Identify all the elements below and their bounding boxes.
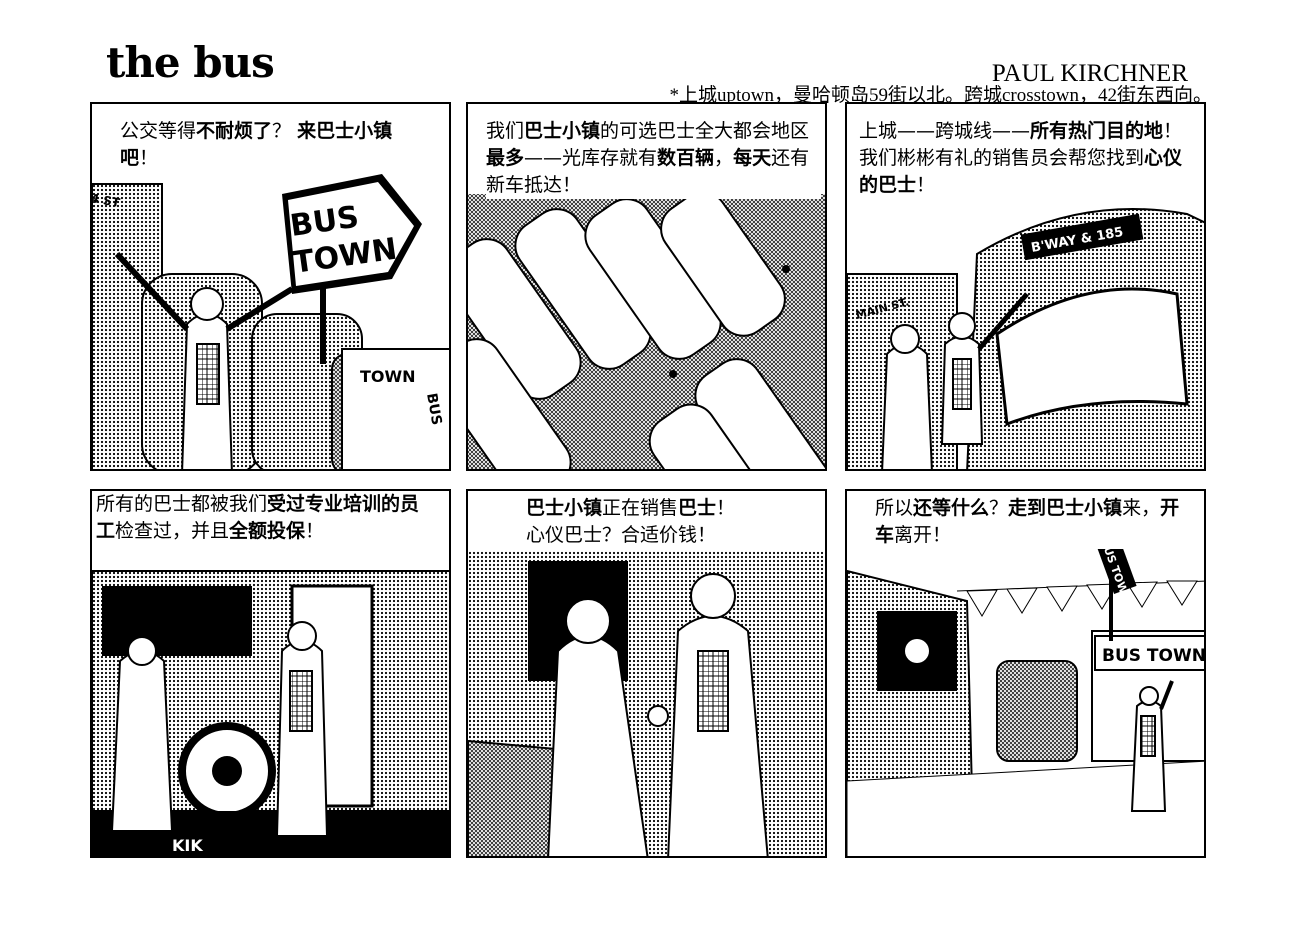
pennant-banner (966, 580, 1198, 617)
caption-emphasis: 不耐烦了 (196, 120, 273, 142)
pavement (847, 760, 1204, 856)
panel-4: 所有的巴士都被我们受过专业培训的员工检查过，并且全额投保！ KIK (90, 489, 451, 858)
caption-emphasis: 走到巴士小镇 (1008, 497, 1123, 519)
salesman (114, 251, 294, 469)
panel-caption: 我们巴士小镇的可选巴士全大都会地区最多——光库存就有数百辆，每天还有新车抵达！ (486, 118, 821, 199)
caption-text: 正在销售 (602, 497, 679, 519)
panel-3: 上城——跨城线——所有热门目的地！我们彬彬有礼的销售员会帮您找到心仪的巴士！ M… (845, 102, 1206, 471)
salesman (940, 292, 1029, 445)
bus-on-lot (996, 660, 1078, 762)
caption-text: 还有新车抵达！ (486, 147, 810, 196)
caption-emphasis: 巴士小镇 (524, 120, 601, 142)
panel-caption: 所有的巴士都被我们受过专业培训的员工检查过，并且全额投保！ (96, 491, 426, 545)
panel-6-art: BUS TOWN BUS TOWN (847, 529, 1206, 856)
caption-emphasis: 最多 (486, 147, 525, 169)
storefront-sign: BUS TOWN (1102, 646, 1206, 666)
panel-1: 公交等得不耐烦了？ 来巴士小镇吧！ TOWN BUS BUS TOWN 4 ST (90, 102, 451, 471)
caption-text: ！ (139, 147, 159, 169)
caption-emphasis: 还等什么 (913, 497, 990, 519)
customer (547, 598, 649, 856)
caption-text: ， (714, 147, 734, 169)
caption-text: 离开！ (894, 524, 952, 546)
windshield (995, 287, 1189, 427)
panel-caption: 所以还等什么？走到巴士小镇来，开车离开！ (875, 495, 1195, 549)
caption-emphasis: 心仪的巴士 (859, 147, 1183, 196)
bus-destination-sign: 4 ST (92, 191, 122, 210)
caption-emphasis: 每天 (733, 147, 772, 169)
caption-text: 检查过，并且 (115, 520, 230, 542)
caption-text: 上城——跨城线—— (859, 120, 1031, 142)
caption-text: ？ (272, 120, 298, 142)
caption-text: ！ 心仪巴士？合适价钱！ (526, 497, 736, 546)
panel-5-art (468, 551, 825, 856)
person (669, 370, 677, 378)
author-name: PAUL KIRCHNER (991, 60, 1188, 87)
caption-text: ——光库存就有 (524, 147, 658, 169)
caption-text: 公交等得 (120, 120, 197, 142)
panel-5: 巴士小镇正在销售巴士！ 心仪巴士？合适价钱！ (466, 489, 827, 858)
caption-emphasis: 数百辆 (657, 147, 715, 169)
building-sign: TOWN (360, 367, 416, 386)
footnote: *上城uptown，曼哈顿岛59街以北。跨城crosstown，42街东西向。 (669, 85, 1212, 106)
handshake (647, 705, 669, 727)
panel-caption: 上城——跨城线——所有热门目的地！我们彬彬有礼的销售员会帮您找到心仪的巴士！ (859, 118, 1199, 199)
caption-emphasis: 巴士 (678, 497, 717, 519)
panel-2: 我们巴士小镇的可选巴士全大都会地区最多——光库存就有数百辆，每天还有新车抵达！ (466, 102, 827, 471)
caption-emphasis: 开车 (875, 497, 1180, 546)
showroom-building (341, 348, 449, 469)
caption-emphasis: 受过专业培训的员工 (96, 493, 420, 542)
strip-title: the bus (106, 38, 275, 87)
caption-text: ？ (989, 497, 1009, 519)
bus-windows (102, 586, 252, 656)
caption-text: ！ (305, 520, 325, 542)
sign-pole (320, 264, 326, 364)
caption-emphasis: 巴士小镇 (526, 497, 603, 519)
salesman-waving (1130, 680, 1174, 812)
panel-caption: 公交等得不耐烦了？ 来巴士小镇吧！ (120, 118, 420, 172)
panel-caption: 巴士小镇正在销售巴士！ 心仪巴士？合适价钱！ (526, 495, 786, 549)
inspector (110, 636, 174, 832)
sound-effect: KIK (172, 836, 203, 855)
caption-text: 我们 (486, 120, 525, 142)
caption-text: 所以 (875, 497, 914, 519)
panel-3-art: MAIN ST. B'WAY & 185 (847, 208, 1204, 469)
caption-text: ！ (916, 174, 936, 196)
parked-buses (468, 191, 825, 469)
salesman (667, 573, 769, 856)
panel-2-art (468, 191, 825, 469)
caption-emphasis: 全额投保 (229, 520, 306, 542)
salesman (275, 621, 329, 837)
sign-pole (1109, 551, 1113, 641)
customer (881, 324, 933, 469)
panel-1-art: TOWN BUS BUS TOWN 4 ST (92, 174, 449, 469)
caption-text: 来， (1122, 497, 1161, 519)
caption-emphasis: 所有热门目的地 (1030, 120, 1164, 142)
caption-text: 所有的巴士都被我们 (96, 493, 268, 515)
person (782, 265, 790, 273)
caption-text: 的可选巴士全大都会地区 (600, 120, 810, 142)
building-side-sign: BUS (423, 392, 444, 426)
caption-text: ！我们彬彬有礼的销售员会帮您找到 (859, 120, 1183, 169)
panel-6: 所以还等什么？走到巴士小镇来，开车离开！ BUS TOWN BUS TOWN (845, 489, 1206, 858)
panel-4-art: KIK (92, 570, 449, 856)
caption-emphasis: 来巴士小镇吧 (120, 120, 393, 169)
driver (905, 639, 929, 663)
destination-board (1020, 213, 1144, 261)
